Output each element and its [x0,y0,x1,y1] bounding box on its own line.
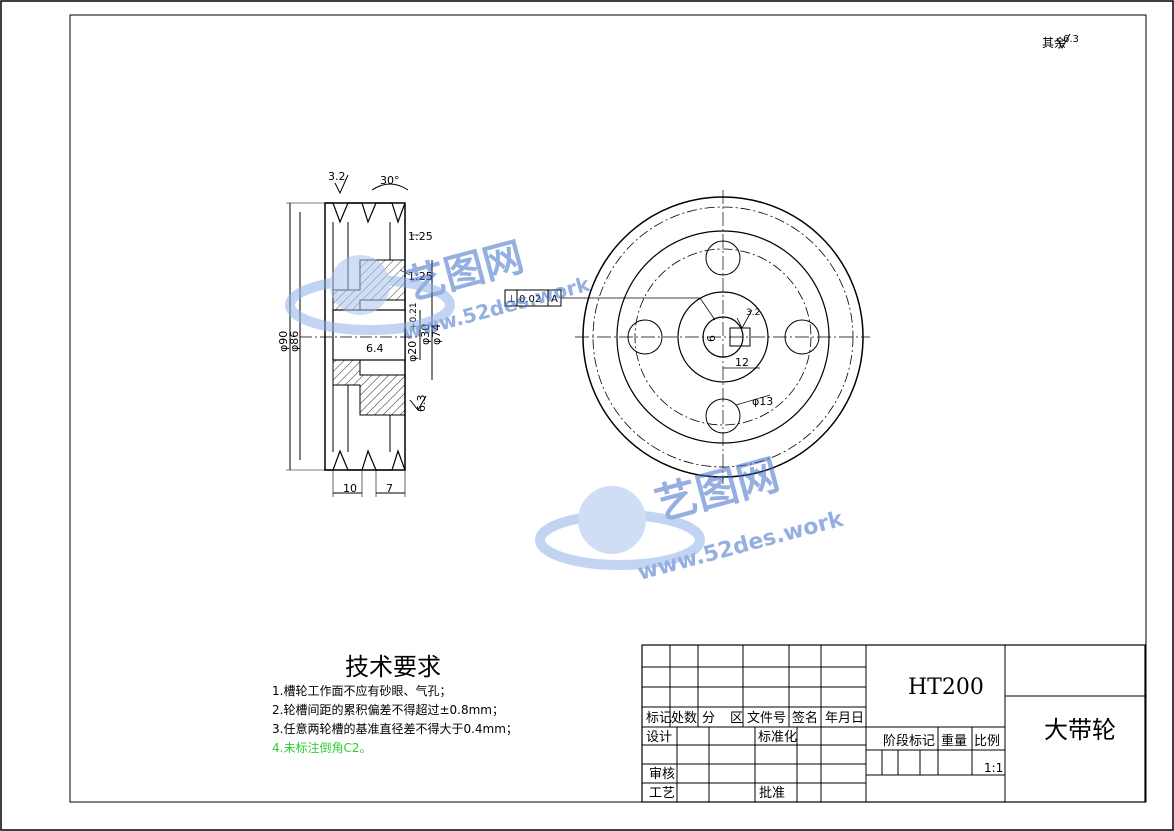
dia-hub2-label: φ74 [430,324,443,345]
top-grooves [325,202,406,224]
review-label: 审核 [649,767,675,782]
groove-angle-label: 30° [380,174,400,187]
side-view-labels: ⊥ 0.02 A 12 6 φ13 3.2 [507,294,773,408]
chamfer-label: 6.4 [366,342,384,355]
dia-outer-a-label: φ90 [277,331,290,352]
dia-outer-b-label: φ86 [288,331,301,352]
title-block [641,644,1146,803]
tech-title: 技术要求 [345,653,441,681]
groove-roughness-icon [334,174,349,195]
watermark-2: 艺图网 www.52des.work [535,450,847,586]
width-left-label: 10 [343,482,357,495]
hdr-mark: 标记 [646,711,672,726]
watermark-brand-2: 艺图网 [650,450,784,530]
tech-requirements: 技术要求 1.槽轮工作面不应有砂眼、气孔； 2.轮槽间距的累积偏差不得超过±0.… [272,653,518,755]
watermark-globe-icon [330,255,390,315]
process-label: 工艺 [649,786,675,801]
scale-label: 比例 [974,734,1000,749]
tolerance-symbol: ⊥ [507,294,516,305]
groove-angle-arc [371,183,409,191]
key-roughness-icon [736,309,753,329]
part-name: 大带轮 [1044,716,1116,744]
hdr-div: 分 [702,711,715,726]
groove-roughness-label: 3.2 [328,170,346,183]
width-right-label: 7 [386,482,393,495]
hole-leader [735,394,771,406]
hdr-count: 处数 [671,711,697,726]
hdr-zone: 区 [730,711,743,726]
side-roughness-label: 6.3 [415,395,428,413]
bottom-grooves [325,449,406,471]
hdr-sign: 签名 [792,710,818,726]
title-block-text: 标记 处数 分 区 文件号 签名 年月日 设计 标准化 审核 工艺 批准 阶段标… [646,675,1116,801]
standardize-label: 标准化 [758,730,797,745]
scale-value: 1:1 [984,761,1003,775]
watermark-globe-icon-2 [578,486,646,554]
hdr-doc: 文件号 [747,711,786,726]
approve-label: 批准 [759,786,785,801]
design-label: 设计 [646,730,672,745]
weight-label: 重量 [941,733,967,749]
key-roughness-label: 3.2 [746,308,760,318]
side-view [504,190,870,484]
hub-bore [332,309,406,361]
tech-item-1: 1.槽轮工作面不应有砂眼、气孔； [272,683,451,698]
bore-tolerance-label: +0.21 [409,302,419,330]
tech-item-3: 3.任意两轮槽的基准直径差不得大于0.4mm； [272,721,518,736]
corner-roughness-note: 其余 6.3 [1042,33,1079,50]
bolt-circle [634,248,812,426]
corner-note-text: 其余 [1042,35,1066,50]
roughness-symbol-icon [1056,33,1071,50]
corner-roughness-value: 6.3 [1063,34,1079,45]
taper-label-1: 1:25 [408,230,433,243]
tech-item-2: 2.轮槽间距的累积偏差不得超过±0.8mm； [272,702,504,717]
tech-item-4: 4.未标注倒角C2。 [272,740,371,755]
key-width-label: 12 [735,356,749,369]
rim-lines [347,222,391,452]
key-depth-label: 6 [705,335,718,342]
material-value: HT200 [908,675,984,700]
hole-dia-label: φ13 [752,395,773,408]
watermark-1: 艺图网 www.52des.work [285,234,593,345]
drawing-border [69,14,1147,803]
dia-bore-label: φ20 [406,341,419,362]
hdr-date: 年月日 [825,711,864,726]
tolerance-value: 0.02 [519,294,541,305]
stage-mark-label: 阶段标记 [883,734,935,749]
tolerance-datum: A [551,294,558,305]
side-roughness-icon [409,395,427,411]
